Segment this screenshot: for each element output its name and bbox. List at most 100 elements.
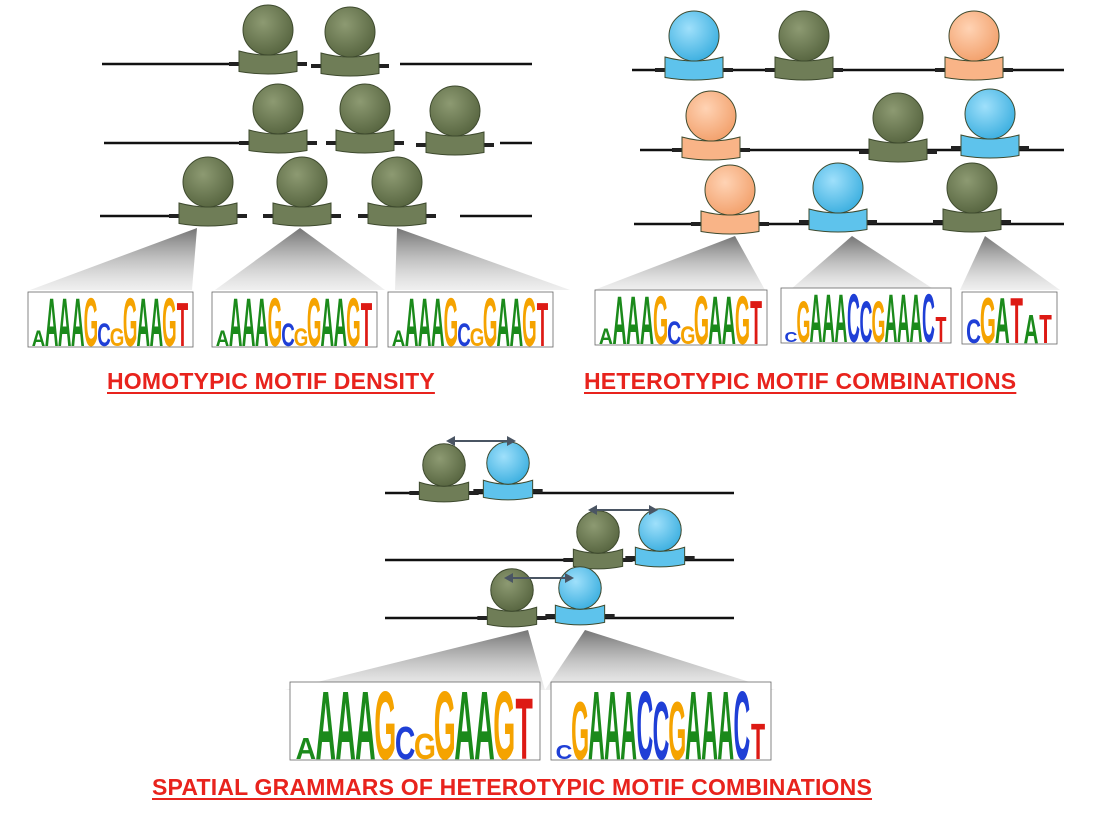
logo-fan — [960, 236, 1060, 290]
logo-letter-G: G — [374, 672, 396, 781]
factor-head — [276, 156, 328, 208]
logo-letter-A: A — [496, 283, 510, 361]
factor-head — [490, 568, 534, 612]
logo-letter-A: A — [242, 283, 256, 361]
factor-base — [418, 481, 470, 503]
logo-letter-G: G — [123, 283, 138, 361]
green-transcription-factor — [563, 510, 633, 570]
arrow-head-left — [588, 505, 597, 515]
orange-transcription-factor — [691, 164, 769, 235]
factor-head — [812, 162, 864, 214]
logo-letter-A: A — [474, 672, 494, 781]
logo-frame — [594, 289, 768, 346]
factor-base — [320, 52, 380, 77]
factor-base — [425, 131, 485, 156]
logo-letter-G: G — [668, 684, 686, 777]
logo-frame — [289, 681, 541, 761]
logo-letter-G: G — [797, 291, 811, 356]
spacing-double-arrow — [588, 505, 658, 515]
logo-letter-C: C — [847, 279, 860, 357]
factor-head — [638, 508, 682, 552]
factor-base — [335, 129, 395, 154]
logo-letter-T: T — [1039, 306, 1052, 352]
factor-head — [948, 10, 1000, 62]
logo-letter-A: A — [810, 279, 823, 357]
orange-transcription-factor — [935, 10, 1013, 81]
logo-letter-G: G — [735, 281, 750, 359]
spacing-double-arrow — [446, 436, 516, 446]
logo-letter-A: A — [418, 283, 432, 361]
logo-letter-A: A — [613, 281, 627, 359]
factor-base — [554, 604, 606, 626]
logo-letter-G: G — [434, 672, 456, 781]
logo-letter-A: A — [722, 281, 736, 359]
logo-letter-G: G — [653, 281, 668, 359]
factor-head — [668, 10, 720, 62]
logo-letter-T: T — [751, 714, 765, 771]
logo-letter-G: G — [162, 283, 177, 361]
blue-transcription-factor — [655, 10, 733, 81]
green-transcription-factor — [859, 92, 937, 163]
logo-letter-C: C — [860, 291, 873, 356]
logo-letter-A: A — [315, 672, 335, 781]
logo-letter-G: G — [680, 322, 695, 350]
logo-letter-G: G — [980, 285, 996, 358]
blue-transcription-factor — [799, 162, 877, 233]
logo-letter-A: A — [229, 283, 243, 361]
logo-frame — [27, 291, 194, 348]
logo-letter-C: C — [667, 315, 681, 351]
factor-base — [367, 202, 427, 227]
green-transcription-factor — [416, 85, 494, 156]
factor-base — [482, 479, 534, 501]
logo-letter-C: C — [97, 317, 111, 354]
logo-letter-G: G — [84, 283, 99, 361]
logo-letter-A: A — [58, 283, 72, 361]
logo-letter-T: T — [750, 289, 762, 358]
logo-letter-A: A — [136, 283, 150, 361]
logo-letter-A: A — [431, 283, 445, 361]
logo-fan — [215, 228, 385, 290]
factor-base — [486, 606, 538, 628]
logo-letter-A: A — [1024, 306, 1039, 352]
green-transcription-factor — [933, 162, 1011, 233]
blue-transcription-factor — [951, 88, 1029, 159]
logo-letter-A: A — [995, 285, 1010, 358]
logo-letter-A: A — [150, 283, 164, 361]
logo-letter-A: A — [626, 281, 640, 359]
logo-letter-A: A — [45, 283, 59, 361]
factor-base — [700, 210, 760, 235]
logo-frame — [961, 291, 1058, 345]
spacing-arrow-layer — [446, 436, 658, 583]
logo-letter-G: G — [110, 323, 125, 351]
green-transcription-factor — [477, 568, 547, 628]
factor-base — [868, 138, 928, 163]
arrow-head-right — [507, 436, 516, 446]
logo-letter-A: A — [620, 672, 637, 781]
factor-head — [964, 88, 1016, 140]
factor-head — [778, 10, 830, 62]
logo-letter-A: A — [255, 283, 269, 361]
logo-letter-A: A — [885, 279, 898, 357]
logo-letter-C: C — [734, 672, 751, 781]
logo-fan — [30, 228, 197, 290]
factor-head — [429, 85, 481, 137]
factor-head — [576, 510, 620, 554]
logo-letter-G: G — [470, 323, 485, 351]
logo-letter-A: A — [588, 672, 605, 781]
logo-letter-G: G — [268, 283, 283, 361]
logo-fan — [790, 236, 935, 290]
logo-letter-C: C — [966, 311, 981, 350]
logo-frame — [550, 681, 772, 761]
arrow-head-left — [504, 573, 513, 583]
factor-head — [339, 83, 391, 135]
logo-letter-A: A — [717, 672, 734, 781]
logo-letter-G: G — [522, 283, 537, 361]
logo-letter-A: A — [685, 672, 702, 781]
factor-head — [182, 156, 234, 208]
